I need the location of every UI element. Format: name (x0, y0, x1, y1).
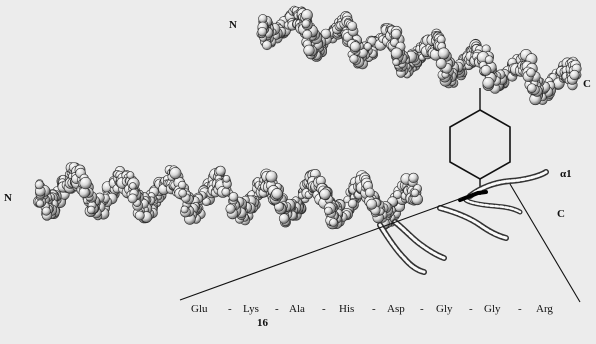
upper-helix-atom (438, 48, 449, 59)
upper-helix-atom (527, 84, 536, 93)
upper-helix-atom (302, 20, 310, 28)
residue-lys: Lys (243, 304, 259, 315)
sequence-separator: - (420, 304, 424, 315)
sequence-separator: - (275, 304, 279, 315)
lower-helix-atom (42, 207, 50, 215)
upper-helix-atom (393, 59, 400, 66)
linker-attachment (460, 192, 486, 200)
lower-helix-n-label: N (4, 193, 12, 204)
upper-helix-atom (436, 58, 446, 68)
lower-helix-atom (222, 188, 230, 196)
tail-lower-b (380, 225, 424, 272)
upper-helix-n-label: N (229, 20, 237, 31)
lower-helix-atom (266, 171, 277, 182)
residue-arg: Arg (536, 304, 553, 315)
residue-number-label: 16 (257, 318, 268, 329)
lower-helix-atom (365, 188, 374, 197)
upper-helix-atom (350, 42, 360, 52)
lower-helix-atom (179, 189, 187, 197)
upper-helix-atom (527, 68, 536, 77)
lower-helix-atom (223, 175, 230, 182)
lower-helix-atom (411, 189, 419, 197)
lower-helix-atom (36, 200, 43, 207)
residue-his: His (339, 304, 354, 315)
lower-helix-atom (409, 173, 419, 183)
lower-helix-atom (272, 188, 283, 199)
callout-line-right (510, 184, 580, 302)
upper-helix-atom (570, 70, 580, 80)
upper-helix-atom (262, 41, 271, 50)
upper-helix-atom (391, 48, 402, 59)
lower-helix-atom (320, 189, 331, 200)
lower-helix-atom (226, 204, 235, 213)
upper-helix-atom (483, 77, 494, 88)
lower-helix-atom (128, 194, 137, 203)
sequence-separator: - (518, 304, 522, 315)
upper-helix-atom (350, 55, 359, 64)
sequence-separator: - (228, 304, 232, 315)
residue-ala: Ala (289, 304, 305, 315)
lower-helix-atom (348, 199, 357, 208)
upper-helix-atom (304, 45, 315, 56)
upper-helix-atom (348, 22, 357, 31)
lower-helix-atom (367, 199, 377, 209)
upper-helix-atom (303, 30, 312, 39)
lower-helix-atom (216, 166, 226, 176)
lower-helix-atom (35, 181, 43, 189)
lower-helix-atom (80, 177, 92, 189)
lower-helix-spacefill (34, 163, 423, 230)
sequence-separator: - (372, 304, 376, 315)
residue-asp: Asp (387, 304, 405, 315)
upper-helix-atom (485, 56, 493, 64)
residue-glu: Glu (191, 304, 208, 315)
upper-helix-atom (391, 29, 401, 39)
upper-helix-atom (481, 65, 491, 75)
lower-helix-atom (135, 211, 144, 220)
alpha1-label: α1 (560, 169, 572, 180)
lower-helix-atom (170, 167, 181, 178)
lower-helix-atom (178, 181, 186, 189)
lower-helix-atom (129, 183, 136, 190)
residue-gly: Gly (484, 304, 501, 315)
lower-helix-atom (279, 214, 289, 224)
upper-helix-c-label: C (583, 79, 591, 90)
sequence-separator: - (322, 304, 326, 315)
upper-helix-atom (258, 27, 267, 36)
lower-helix-atom (87, 206, 95, 214)
lower-helix-atom (181, 206, 188, 213)
lower-helix-atom (229, 192, 238, 201)
lower-helix-atom (330, 219, 338, 227)
hexagon-ring (450, 110, 510, 179)
upper-helix-spacefill (257, 6, 582, 105)
residue-gly: Gly (436, 304, 453, 315)
callout-line-left (180, 198, 462, 300)
sequence-separator: - (469, 304, 473, 315)
lower-helix-atom (325, 207, 333, 215)
lower-helix-c-label: C (557, 209, 565, 220)
